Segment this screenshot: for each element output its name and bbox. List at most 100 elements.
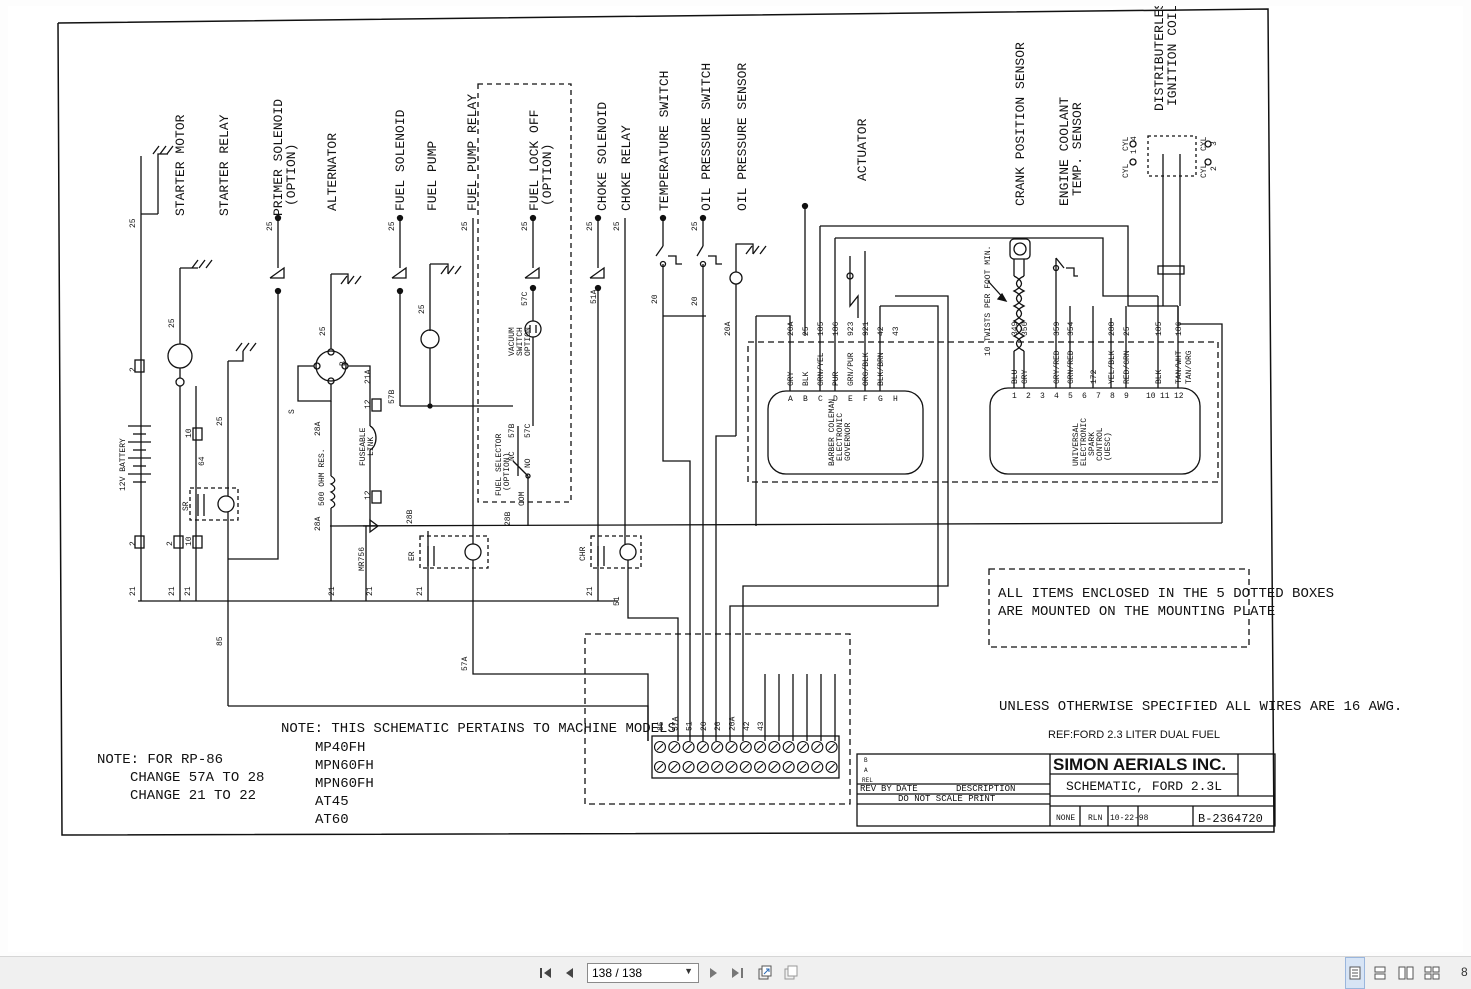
next-page-icon[interactable] (703, 957, 723, 989)
uesc-wire-number: 25 (1123, 326, 1132, 336)
model-0: MP40FH (315, 740, 365, 756)
uesc-wire-color: GRN/RED (1067, 350, 1076, 384)
label-fuel-solenoid: FUEL SOLENOID (393, 109, 408, 211)
wire-label: 85 (216, 636, 225, 646)
label-starter-relay: STARTER RELAY (217, 114, 232, 216)
uesc-wire-color: BLK (1155, 369, 1164, 384)
label-fuel-pump-relay: FUEL PUMP RELAY (465, 94, 480, 211)
drawn-date: 10-22-98 (1110, 814, 1149, 823)
wire-label: 57B (388, 389, 397, 404)
label-fuseable-1: LINK (367, 437, 376, 456)
description-header: DESCRIPTION (956, 784, 1015, 794)
label-uesc-2: SPARK (1088, 432, 1097, 456)
governor-wire-number: 186 (832, 321, 841, 336)
governor-pin: E (848, 395, 853, 404)
label-oil-pressure-sensor: OIL PRESSURE SENSOR (735, 63, 750, 211)
label-temperature-switch: TEMPERATURE SWITCH (657, 71, 672, 211)
two-page-continuous-icon[interactable] (1422, 957, 1442, 989)
governor-wire-number: 921 (862, 321, 871, 336)
wire-label: S (288, 409, 297, 414)
first-page-icon[interactable] (536, 957, 556, 989)
wire-label: 57A (461, 656, 470, 671)
terminal-label: 51 (686, 721, 695, 731)
uesc-wire-color: RED/GRN (1123, 350, 1132, 384)
terminal-label: 42 (743, 721, 752, 731)
model-1: MPN60FH (315, 758, 374, 774)
wire-label: COM (518, 491, 527, 506)
by-header: BY (881, 784, 892, 794)
wire-label: 25 (586, 221, 595, 231)
governor-pin: G (878, 395, 883, 404)
ref-note: REF:FORD 2.3 LITER DUAL FUEL (1048, 729, 1220, 741)
drawing-title: SCHEMATIC, FORD 2.3L (1066, 779, 1222, 794)
wire-label: 10 (185, 428, 194, 438)
continuous-view-icon[interactable] (1370, 957, 1390, 989)
wire-label: 21 (586, 586, 595, 596)
rp-note-2: CHANGE 21 TO 22 (130, 788, 256, 804)
label-vacuum-switch-1: SWITCH (516, 327, 525, 356)
uesc-wire-color: GRY/RED (1053, 350, 1062, 384)
wire-label: MR756 (358, 547, 367, 571)
label-fuel-pump: FUEL PUMP (425, 141, 440, 211)
uesc-pin: 7 (1096, 392, 1101, 401)
rev-a: A (864, 767, 868, 774)
governor-wire-number: 42 (877, 326, 886, 336)
governor-wire-number: 20A (787, 321, 796, 336)
do-not-scale: DO NOT SCALE PRINT (898, 794, 996, 804)
wire-label: 21 (129, 586, 138, 596)
uesc-wire-color: BLU (1011, 369, 1020, 384)
wire-label: 21 (328, 586, 337, 596)
two-page-view-icon[interactable] (1396, 957, 1416, 989)
governor-wire-color: GRN/PUR (847, 352, 856, 386)
governor-pin: F (863, 395, 868, 404)
wire-label: 20 (691, 296, 700, 306)
uesc-pin: 3 (1040, 392, 1045, 401)
label-uesc-1: ELECTRONIC (1080, 418, 1089, 466)
uesc-wire-color: YEL/BLK (1108, 350, 1117, 384)
governor-pin: H (893, 395, 898, 404)
page-number-select[interactable]: 138 / 138 ▼ (587, 963, 699, 983)
governor-wire-color: BLK/BRN (877, 352, 886, 386)
page-number-value: 138 / 138 (592, 966, 643, 980)
drawn-by: RLN (1088, 814, 1103, 823)
previous-page-icon[interactable] (560, 957, 580, 989)
uesc-pin: 10 (1146, 392, 1156, 401)
label-governor-0: BARBER COLEMAN (828, 399, 837, 466)
single-page-view-icon[interactable] (1345, 957, 1365, 989)
wire-label: 57B (508, 423, 517, 438)
terminal-label: 20 (700, 721, 709, 731)
label-vacuum-switch-0: VACUUM (508, 327, 517, 356)
zoom-level[interactable]: 8 (1461, 965, 1468, 979)
wire-label: 25 (418, 304, 427, 314)
label-fuel-selector-0: FUEL SELECTOR (495, 433, 504, 496)
model-3: AT45 (315, 794, 349, 810)
rev-header: REV (860, 784, 877, 794)
uesc-wire-number: 186 (1175, 321, 1184, 336)
wire-label: 51A (590, 289, 599, 304)
governor-wire-color: PUR (832, 371, 841, 386)
wire-label: 28A (314, 516, 323, 531)
wire-label: 10 (185, 536, 194, 546)
label-ignition-1: DISTRIBUTERLESS (1152, 6, 1167, 111)
uesc-wire-number: 349 (1011, 321, 1020, 336)
date-header: DATE (896, 784, 918, 794)
wire-label: 28B (504, 511, 513, 526)
label-primer-option: (OPTION) (284, 144, 299, 206)
governor-pin: D (833, 395, 838, 404)
label-fuseable-0: FUSEABLE (359, 427, 368, 466)
uesc-pin: 5 (1068, 392, 1073, 401)
wire-label: 12 (364, 399, 373, 409)
last-page-icon[interactable] (727, 957, 747, 989)
rev-b: B (864, 757, 868, 764)
export-page-icon[interactable] (755, 957, 775, 989)
label-cyl-4b: 4 (1130, 136, 1139, 141)
document-viewer[interactable]: STARTER MOTOR STARTER RELAY PRIMER SOLEN… (0, 0, 1471, 956)
label-engine-coolant: ENGINE COOLANT (1057, 97, 1072, 206)
import-page-icon[interactable] (781, 957, 801, 989)
uesc-pin: 4 (1054, 392, 1059, 401)
mounting-note-line-1: ALL ITEMS ENCLOSED IN THE 5 DOTTED BOXES (998, 586, 1334, 602)
wire-label: NC (508, 451, 517, 461)
doc-number: B-2364720 (1198, 812, 1263, 826)
label-oil-pressure-switch: OIL PRESSURE SWITCH (699, 63, 714, 211)
terminal-label: 57A (671, 716, 680, 731)
